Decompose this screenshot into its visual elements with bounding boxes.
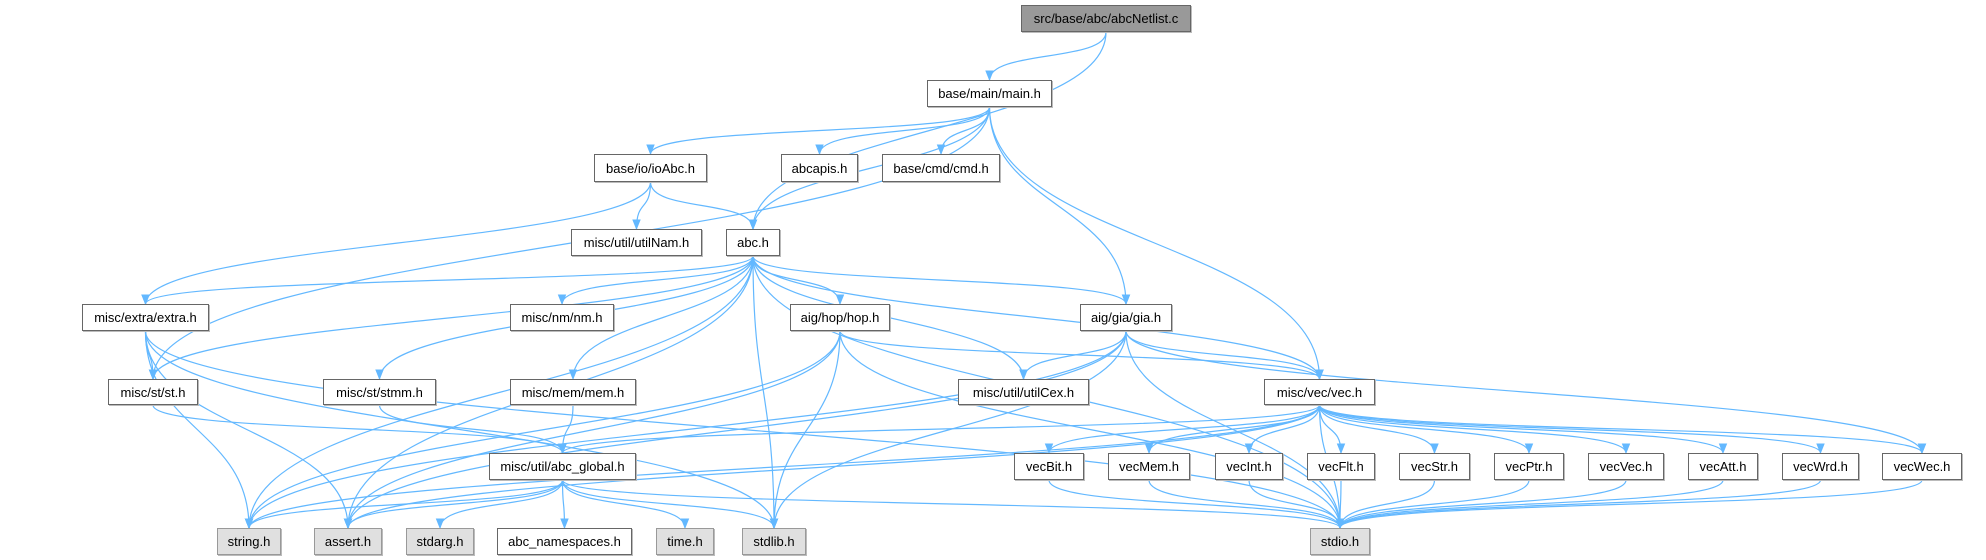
edge-hop-to-string xyxy=(244,330,841,530)
edge-abc_global-to-abc_namespaces xyxy=(560,479,569,530)
node-utilnam[interactable]: misc/util/utilNam.h xyxy=(571,229,702,256)
node-abc-namespaces[interactable]: abc_namespaces.h xyxy=(497,528,632,555)
edge-abc_global-to-string xyxy=(244,479,564,530)
node-assert: assert.h xyxy=(314,528,382,555)
node-extra[interactable]: misc/extra/extra.h xyxy=(82,304,209,331)
edge-main-to-ioAbc xyxy=(646,106,991,156)
edge-gia-to-vec xyxy=(1125,330,1324,381)
edge-main-to-abc xyxy=(748,106,991,231)
node-stdlib: stdlib.h xyxy=(742,528,806,555)
edge-abc-to-stdlib xyxy=(752,255,779,530)
edge-hop-to-vec xyxy=(839,330,1324,381)
node-hop[interactable]: aig/hop/hop.h xyxy=(790,304,890,331)
edge-root-to-abc xyxy=(748,31,1107,231)
node-abcapis[interactable]: abcapis.h xyxy=(781,154,858,182)
edge-gia-to-string xyxy=(244,330,1127,530)
edge-vec-to-vecBit xyxy=(1044,404,1321,455)
edge-gia-to-utilCex xyxy=(1019,330,1127,381)
edge-abc_global-to-assert xyxy=(343,479,564,530)
node-mem[interactable]: misc/mem/mem.h xyxy=(510,379,636,405)
edge-abc-to-extra xyxy=(141,255,754,306)
edge-ioAbc-to-abc xyxy=(649,181,758,231)
edge-vec-to-vecMem xyxy=(1144,404,1321,455)
node-vecwec[interactable]: vecWec.h xyxy=(1882,453,1962,480)
edge-ioAbc-to-extra xyxy=(141,181,652,306)
edge-vecWrd-to-stdio xyxy=(1335,479,1822,530)
node-vecvec[interactable]: vecVec.h xyxy=(1588,453,1664,480)
edge-gia-to-assert xyxy=(343,330,1127,530)
edge-stmm-to-abc_global xyxy=(378,404,567,455)
edge-vec-to-string xyxy=(244,404,1321,530)
edge-vec-to-vecWrd xyxy=(1318,404,1825,455)
node-gia[interactable]: aig/gia/gia.h xyxy=(1080,304,1172,331)
edge-vec-to-abc_global xyxy=(558,404,1321,455)
edge-vecFlt-to-stdio xyxy=(1335,479,1345,530)
edge-st-to-abc_global xyxy=(152,404,567,455)
edge-vecWec-to-stdio xyxy=(1335,479,1923,530)
node-utilcex[interactable]: misc/util/utilCex.h xyxy=(958,379,1089,405)
node-cmd[interactable]: base/cmd/cmd.h xyxy=(882,154,1000,182)
edge-hop-to-stdlib xyxy=(769,330,841,530)
node-main[interactable]: base/main/main.h xyxy=(927,80,1052,107)
edge-vec-to-vecAtt xyxy=(1318,404,1728,455)
edge-hop-to-stdio xyxy=(839,330,1345,530)
edge-extra-to-assert xyxy=(144,330,353,530)
node-string: string.h xyxy=(217,528,281,555)
node-vecint[interactable]: vecInt.h xyxy=(1215,453,1283,480)
node-vec[interactable]: misc/vec/vec.h xyxy=(1264,379,1375,405)
edge-abc_global-to-stdio xyxy=(561,479,1345,530)
edge-mem-to-abc_global xyxy=(558,404,574,455)
node-nm[interactable]: misc/nm/nm.h xyxy=(510,304,614,331)
edge-abc_global-to-stdarg xyxy=(435,479,564,530)
edge-abc-to-vec xyxy=(752,255,1324,381)
node-time: time.h xyxy=(656,528,714,555)
node-root: src/base/abc/abcNetlist.c xyxy=(1021,5,1191,32)
node-abc-global[interactable]: misc/util/abc_global.h xyxy=(489,453,636,480)
edge-vecInt-to-stdio xyxy=(1248,479,1345,530)
edge-abc-to-nm xyxy=(557,255,754,306)
edge-abc_global-to-time xyxy=(561,479,690,530)
edge-ioAbc-to-utilNam xyxy=(632,181,652,231)
edge-main-to-gia xyxy=(988,106,1131,306)
edge-vec-to-vecPtr xyxy=(1318,404,1534,455)
edge-vecMem-to-stdio xyxy=(1148,479,1345,530)
edge-vecVec-to-stdio xyxy=(1335,479,1627,530)
edge-extra-to-stdio xyxy=(144,330,1345,530)
edge-main-to-vec xyxy=(988,106,1324,381)
node-stdarg: stdarg.h xyxy=(406,528,474,555)
node-stmm[interactable]: misc/st/stmm.h xyxy=(323,379,436,405)
edge-extra-to-stdlib xyxy=(144,330,779,530)
edge-vecPtr-to-stdio xyxy=(1335,479,1530,530)
node-vecbit[interactable]: vecBit.h xyxy=(1014,453,1084,480)
node-vecwrd[interactable]: vecWrd.h xyxy=(1782,453,1859,480)
edge-vecAtt-to-stdio xyxy=(1335,479,1724,530)
node-ioabc[interactable]: base/io/ioAbc.h xyxy=(594,154,707,182)
node-vecmem[interactable]: vecMem.h xyxy=(1108,453,1190,480)
edge-gia-to-stdlib xyxy=(769,330,1127,530)
node-vecptr[interactable]: vecPtr.h xyxy=(1494,453,1564,480)
node-abc[interactable]: abc.h xyxy=(726,229,780,256)
edge-abc-to-st xyxy=(148,255,754,381)
node-vecatt[interactable]: vecAtt.h xyxy=(1688,453,1758,480)
edge-extra-to-string xyxy=(144,330,254,530)
edge-vec-to-vecInt xyxy=(1244,404,1321,455)
edge-abc-to-string xyxy=(244,255,754,530)
edge-main-to-abcapis xyxy=(815,106,991,156)
edge-vec-to-vecStr xyxy=(1318,404,1439,455)
edge-abc_global-to-stdlib xyxy=(561,479,779,530)
edge-abc-to-gia xyxy=(752,255,1131,306)
edge-root-to-main xyxy=(985,31,1107,82)
node-stdio: stdio.h xyxy=(1310,528,1370,555)
node-st[interactable]: misc/st/st.h xyxy=(108,379,198,405)
node-vecflt[interactable]: vecFlt.h xyxy=(1307,453,1375,480)
edge-abc-to-mem xyxy=(568,255,754,381)
edge-hop-to-assert xyxy=(343,330,841,530)
edge-vec-to-vecVec xyxy=(1318,404,1631,455)
edge-gia-to-vecWec xyxy=(1125,330,1927,455)
node-vecstr[interactable]: vecStr.h xyxy=(1399,453,1470,480)
edge-vec-to-vecWec xyxy=(1318,404,1927,455)
edge-abc-to-hop xyxy=(752,255,845,306)
edge-vecBit-to-stdio xyxy=(1048,479,1345,530)
